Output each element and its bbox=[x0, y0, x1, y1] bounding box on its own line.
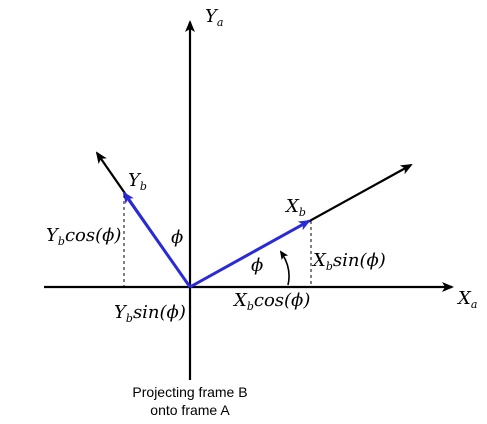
y-a-label: Ya bbox=[205, 6, 223, 29]
x-b-vector bbox=[189, 219, 311, 289]
xb-cos-label: Xbcos(ϕ) bbox=[232, 290, 310, 313]
xb-sin-label: Xbsin(ϕ) bbox=[311, 250, 386, 273]
caption-line-2: onto frame A bbox=[150, 402, 230, 418]
phi-label-left: ϕ bbox=[171, 227, 183, 248]
phi-angle-arc bbox=[279, 250, 290, 286]
y-b-label: Yb bbox=[128, 170, 147, 193]
x-b-label: Xb bbox=[284, 196, 306, 219]
y-b-vector bbox=[122, 191, 192, 288]
yb-cos-label: Ybcos(ϕ) bbox=[46, 225, 121, 248]
yb-sin-label: Ybsin(ϕ) bbox=[114, 302, 186, 325]
phi-label-right: ϕ bbox=[251, 255, 263, 276]
diagram-caption: Projecting frame B onto frame A bbox=[120, 383, 260, 419]
x-a-label: Xa bbox=[456, 288, 477, 311]
caption-line-1: Projecting frame B bbox=[132, 384, 248, 400]
